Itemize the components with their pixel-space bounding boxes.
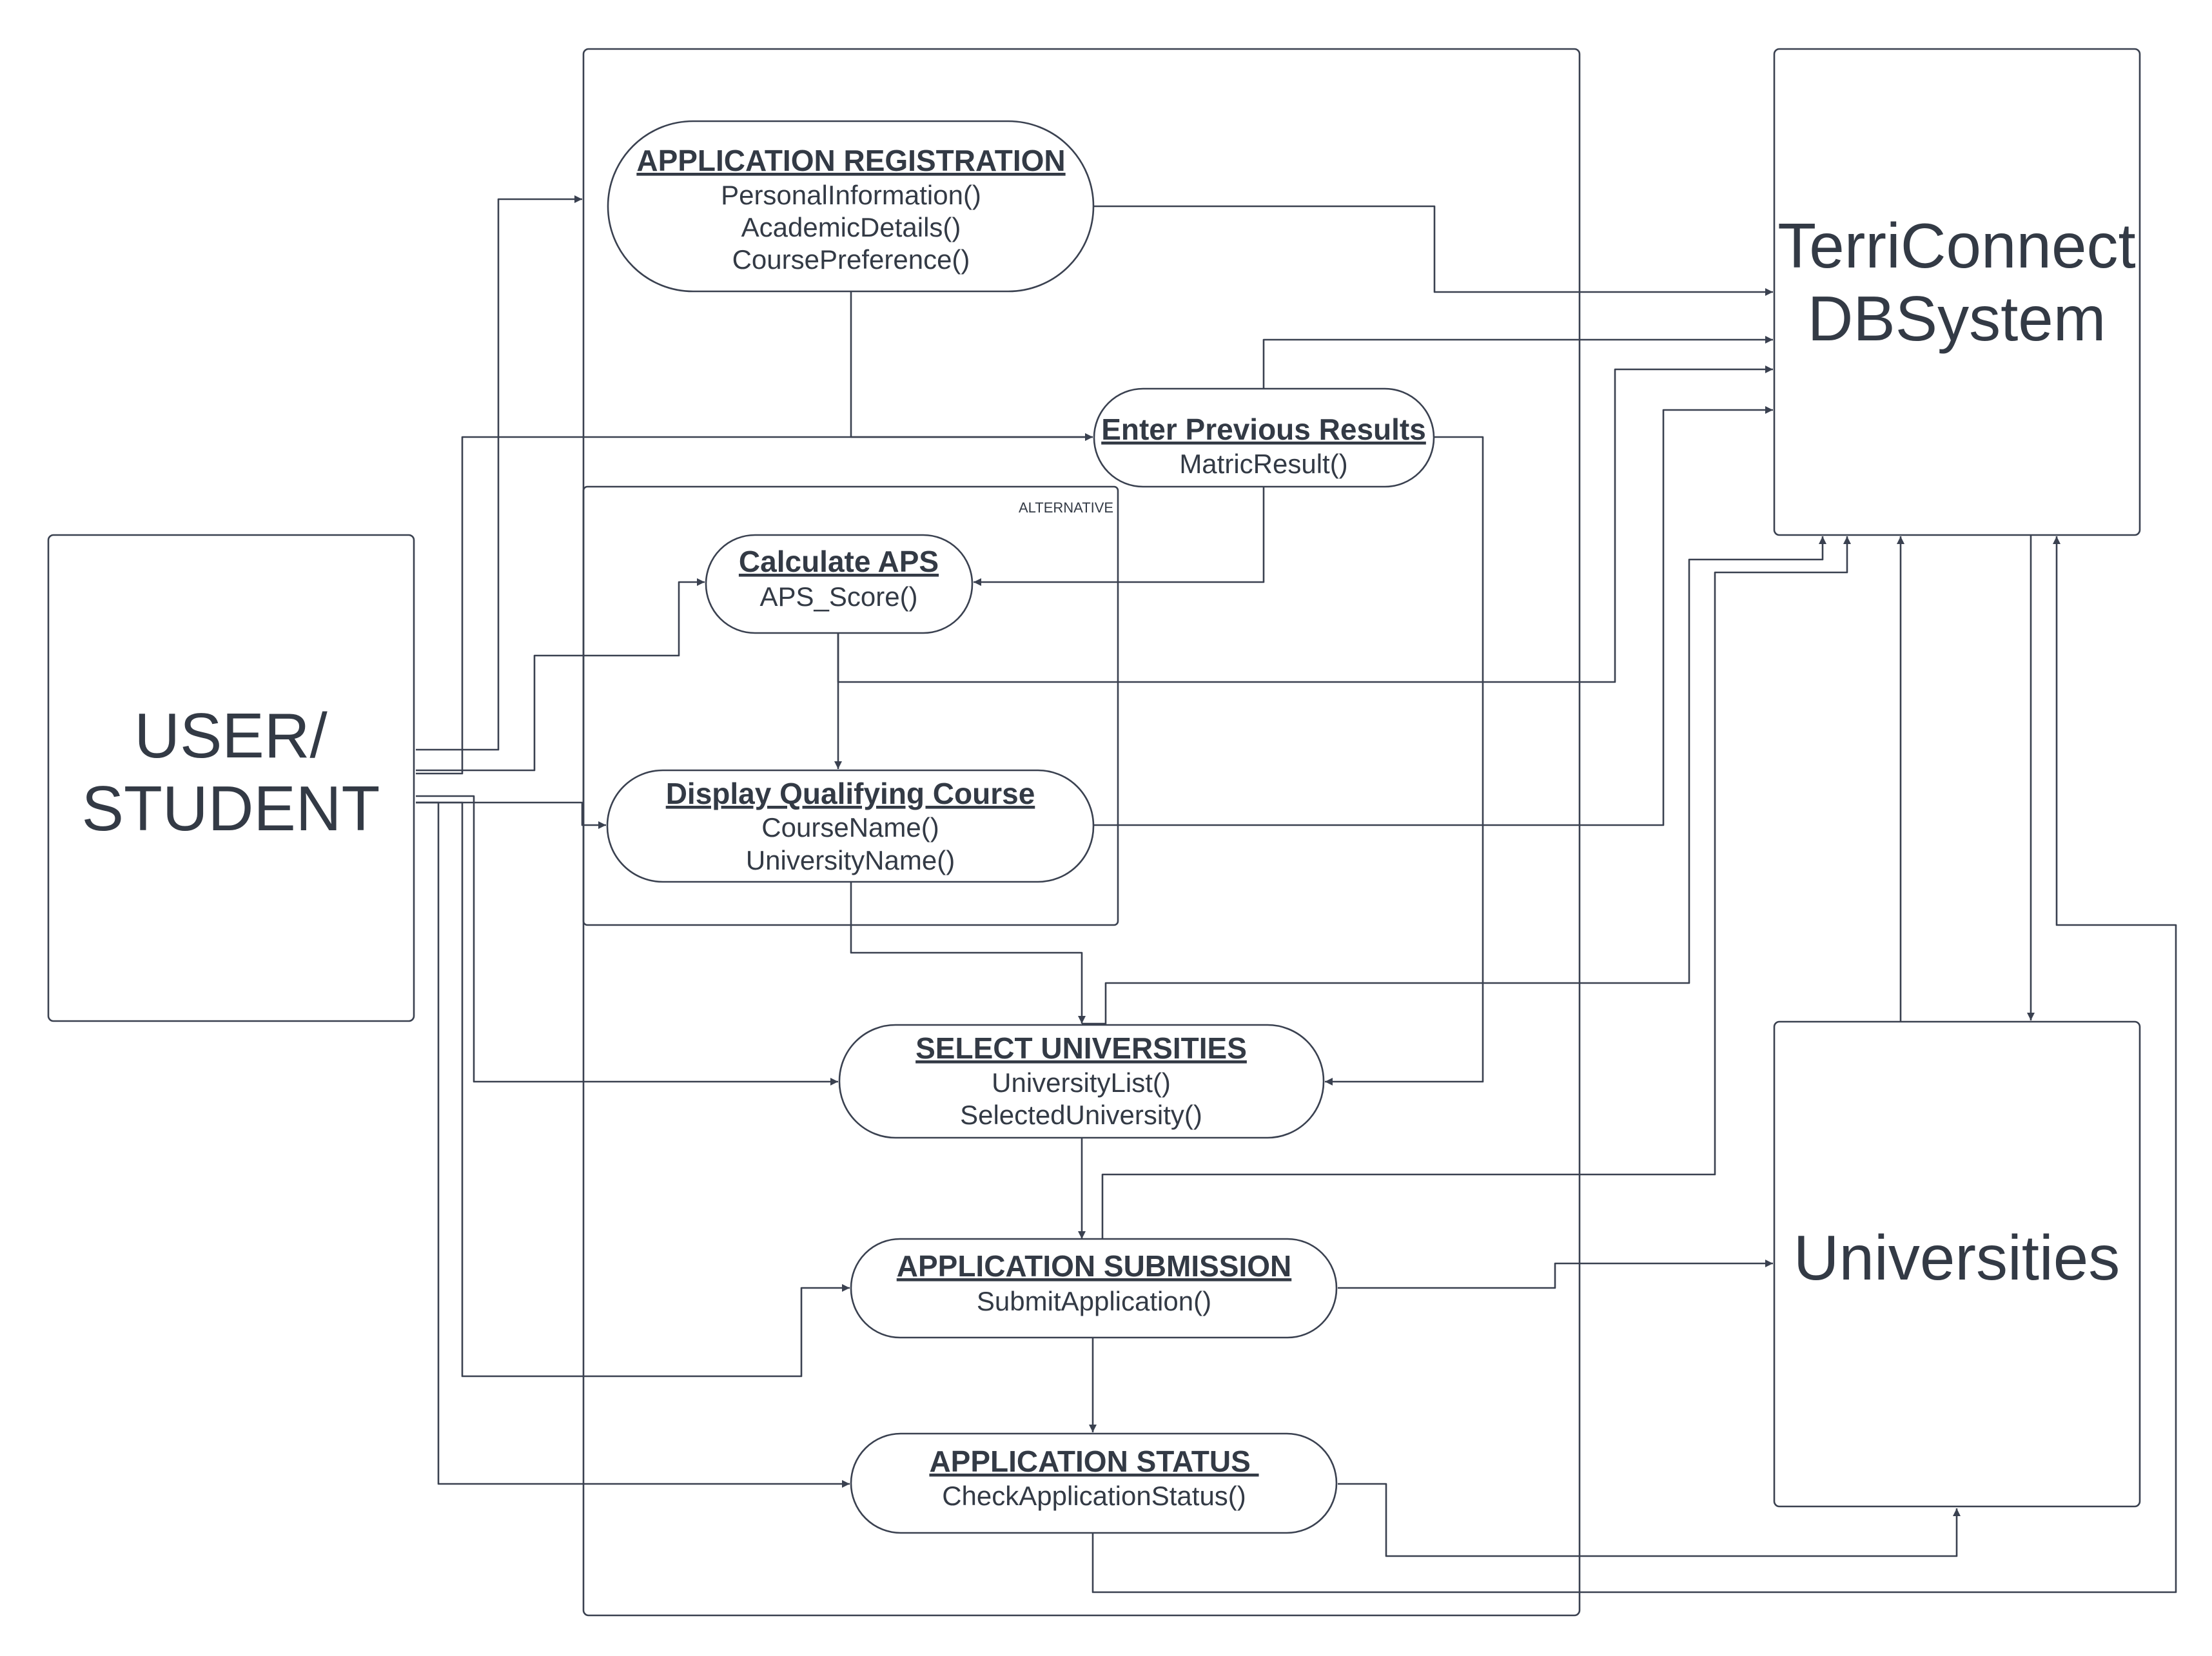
qualifying-course-title: Display Qualifying Course	[666, 777, 1035, 810]
conn-previous-results-db	[1262, 336, 1773, 389]
status-method-1: CheckApplicationStatus()	[942, 1481, 1246, 1511]
registration-method-1: PersonalInformation()	[721, 180, 981, 210]
conn-user-calculate-aps	[416, 578, 705, 772]
actor-universities[interactable]: Universities	[1773, 1020, 2141, 1508]
actor-user-student[interactable]: USER/ STUDENT	[47, 534, 415, 1022]
user-label-line1: USER/	[134, 700, 328, 771]
conn-user-qualifying-course	[416, 801, 606, 829]
use-case-calculate-aps[interactable]: Calculate APS APS_Score()	[705, 534, 974, 634]
select-universities-method-1: UniversityList()	[992, 1067, 1171, 1098]
conn-user-submission	[416, 801, 850, 1378]
conn-select-universities-db	[1082, 536, 1826, 1025]
conn-user-status	[416, 801, 850, 1488]
use-case-select-universities[interactable]: SELECT UNIVERSITIES UniversityList() Sel…	[838, 1024, 1325, 1139]
conn-previous-results-calculate-aps	[974, 487, 1265, 586]
conn-registration-db	[1093, 205, 1773, 296]
use-case-qualifying-course[interactable]: Display Qualifying Course CourseName() U…	[606, 769, 1095, 883]
registration-method-3: CoursePreference()	[732, 244, 970, 275]
qualifying-course-method-1: CourseName()	[761, 812, 939, 843]
submission-title: APPLICATION SUBMISSION	[897, 1249, 1292, 1283]
conn-qualifying-course-db	[1093, 406, 1773, 826]
select-universities-method-2: SelectedUniversity()	[960, 1100, 1202, 1130]
conn-qualifying-course-select-universities	[850, 882, 1086, 1024]
previous-results-method-1: MatricResult()	[1179, 449, 1347, 479]
select-universities-title: SELECT UNIVERSITIES	[915, 1031, 1247, 1065]
registration-method-2: AcademicDetails()	[741, 212, 961, 242]
conn-user-previous-results	[416, 433, 1093, 775]
alternative-label: ALTERNATIVE	[1019, 500, 1113, 516]
previous-results-title: Enter Previous Results	[1101, 413, 1426, 446]
use-case-submission[interactable]: APPLICATION SUBMISSION SubmitApplication…	[850, 1238, 1338, 1339]
conn-user-select-universities	[416, 795, 838, 1086]
db-label-line2: DBSystem	[1808, 283, 2106, 354]
actor-terriconnect-db[interactable]: TerriConnect DBSystem	[1773, 48, 2141, 536]
db-label-line1: TerriConnect	[1777, 210, 2136, 281]
conn-status-db	[1091, 536, 2177, 1593]
universities-label: Universities	[1794, 1222, 2120, 1293]
conn-user-registration	[416, 195, 582, 751]
conn-status-universities	[1338, 1483, 1961, 1557]
status-title: APPLICATION STATUS	[929, 1445, 1258, 1478]
calculate-aps-method-1: APS_Score()	[759, 581, 917, 612]
conn-previous-results-select-universities	[1325, 436, 1484, 1086]
use-case-previous-results[interactable]: Enter Previous Results MatricResult()	[1093, 387, 1435, 488]
conn-submission-db	[1101, 536, 1851, 1239]
user-label-line2: STUDENT	[82, 773, 380, 844]
conn-registration-previous-results	[850, 291, 1093, 441]
calculate-aps-title: Calculate APS	[739, 545, 939, 578]
use-case-status[interactable]: APPLICATION STATUS CheckApplicationStatu…	[850, 1432, 1338, 1534]
submission-method-1: SubmitApplication()	[977, 1286, 1211, 1316]
conn-submission-universities	[1338, 1260, 1773, 1289]
use-case-registration[interactable]: APPLICATION REGISTRATION PersonalInforma…	[607, 120, 1095, 293]
qualifying-course-method-2: UniversityName()	[746, 845, 955, 875]
connectors	[416, 195, 2177, 1593]
registration-title: APPLICATION REGISTRATION	[636, 144, 1065, 177]
